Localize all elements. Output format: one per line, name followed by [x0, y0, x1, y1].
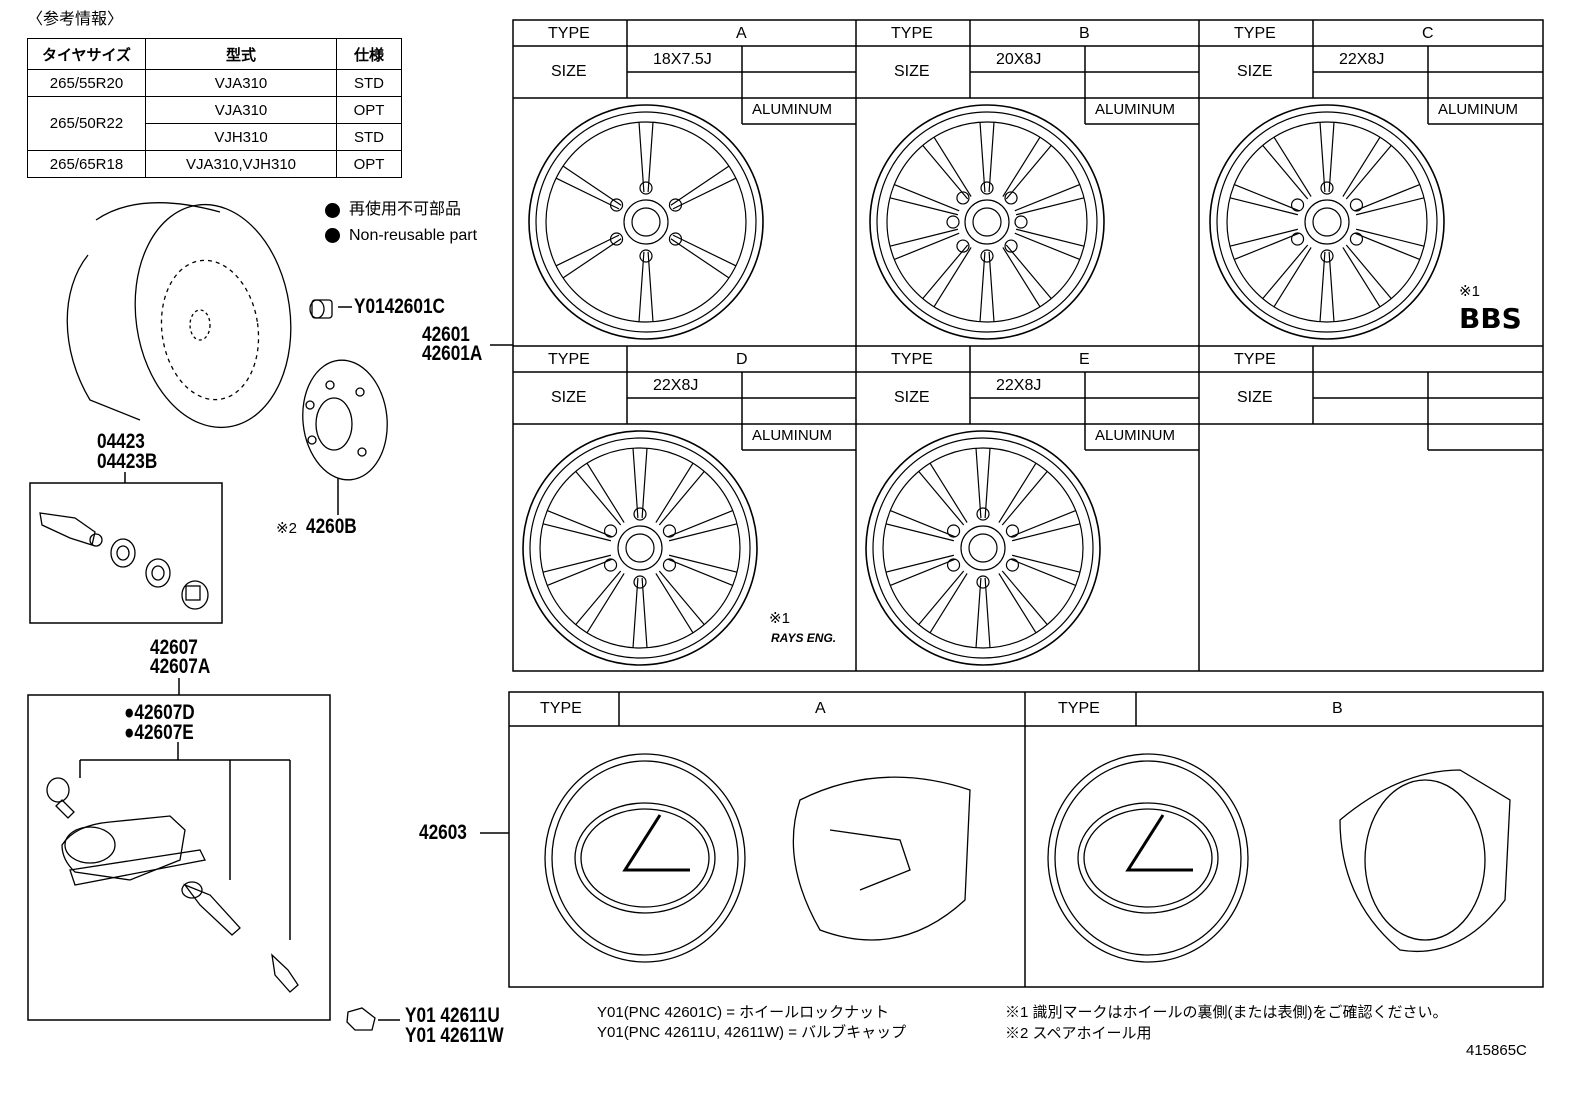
legend-en: Non-reusable part — [349, 227, 478, 244]
spare-wheel-mark: ※2 — [276, 520, 297, 537]
tpms-box — [27, 694, 331, 1021]
wheel-size-value: 18X7.5J — [653, 51, 712, 68]
wheel-illustrations — [522, 104, 1445, 666]
part-wheel-1[interactable]: 42601 — [422, 323, 470, 346]
wheel-material: ALUMINUM — [1095, 427, 1176, 444]
part-valve-kit-1[interactable]: 04423 — [97, 430, 145, 453]
tire-illustration — [66, 202, 292, 429]
wheel-type-label: TYPE — [548, 25, 590, 42]
wheel-type-value: C — [1422, 25, 1434, 42]
table-cell: VJA310 — [145, 96, 337, 124]
wheel-type-label: TYPE — [891, 351, 933, 368]
table-row: 265/50R22 VJA310 OPT — [27, 96, 402, 151]
legend-jp: 再使用不可部品 — [349, 201, 462, 218]
wheel-size-value: 22X8J — [1339, 51, 1385, 68]
wheel-type-value: D — [736, 351, 748, 368]
cap-type-label-a: TYPE — [540, 700, 582, 717]
wheel-size-label: SIZE — [551, 63, 587, 80]
wheel-size-label: SIZE — [1237, 389, 1273, 406]
wheel-type-label: TYPE — [548, 351, 590, 368]
wheel-icon — [522, 430, 758, 666]
table-row: VJH310 STD — [28, 123, 402, 151]
tpms-parts — [46, 777, 299, 993]
reference-table: タイヤサイズ 型式 仕様 265/55R20 VJA310 STD 265/50… — [27, 38, 402, 178]
center-cap-illustrations — [544, 753, 1511, 963]
wheel-brand: RAYS ENG. — [771, 631, 837, 645]
part-tpms-2[interactable]: 42607A — [150, 655, 211, 678]
part-spare-wheel[interactable]: 4260B — [306, 515, 357, 538]
wheel-mark: ※1 — [1459, 283, 1480, 300]
part-valve-kit-2[interactable]: 04423B — [97, 450, 158, 473]
wheel-type-value: A — [736, 25, 747, 42]
reference-caption: 〈参考情報〉 — [27, 11, 124, 28]
header-model: 型式 — [145, 38, 337, 70]
cap-grid-frame — [508, 691, 1544, 988]
wheel-size-label: SIZE — [894, 389, 930, 406]
wheel-size-label: SIZE — [894, 63, 930, 80]
part-center-cap[interactable]: 42603 — [419, 821, 467, 844]
wheel-icon — [528, 104, 764, 340]
wheel-icon — [869, 104, 1105, 340]
part-wheel-2[interactable]: 42601A — [422, 342, 483, 365]
wheel-size-value: 22X8J — [653, 377, 699, 394]
table-row: 265/65R18 VJA310,VJH310 OPT — [27, 150, 402, 178]
cap-type-label-b: TYPE — [1058, 700, 1100, 717]
note-lock-nut: Y01(PNC 42601C) = ホイールロックナット — [597, 1004, 890, 1021]
part-valve-cap-2[interactable]: Y01 42611W — [405, 1024, 504, 1047]
wheel-material: ALUMINUM — [1095, 101, 1176, 118]
lock-nut-icon — [309, 299, 333, 319]
wheel-size-value: 22X8J — [996, 377, 1042, 394]
wheel-type-label: TYPE — [1234, 351, 1276, 368]
valve-kit-parts — [39, 512, 209, 610]
part-tpms-1[interactable]: 42607 — [150, 636, 198, 659]
wheel-type-label: TYPE — [891, 25, 933, 42]
spare-wheel-illustration — [302, 359, 388, 481]
lexus-cap-icon — [1047, 753, 1249, 963]
wheel-material: ALUMINUM — [1438, 101, 1519, 118]
diagram-code: 415865C — [1466, 1042, 1527, 1059]
wheel-material: ALUMINUM — [752, 101, 833, 118]
wheel-size-label: SIZE — [1237, 63, 1273, 80]
filled-circle-icon — [325, 228, 340, 243]
header-spec: 仕様 — [336, 38, 402, 70]
table-cell: VJA310,VJH310 — [145, 150, 337, 178]
note-identification-mark: ※1 識別マークはホイールの裏側(または表側)をご確認ください。 — [1005, 1004, 1448, 1021]
note-valve-cap: Y01(PNC 42611U, 42611W) = バルブキャップ — [597, 1024, 907, 1041]
note-spare-wheel: ※2 スペアホイール用 — [1005, 1025, 1152, 1042]
header-tire-size: タイヤサイズ — [27, 38, 146, 70]
wheel-type-value: B — [1079, 25, 1090, 42]
reference-header-row: タイヤサイズ 型式 仕様 — [27, 38, 402, 70]
wheel-type-label: TYPE — [1234, 25, 1276, 42]
wheel-size-label: SIZE — [551, 389, 587, 406]
table-cell: 265/50R22 — [27, 96, 146, 151]
part-tpms-sub-1[interactable]: ●42607D — [124, 701, 195, 724]
part-lock-nut[interactable]: Y0142601C — [354, 295, 445, 318]
wheel-material: ALUMINUM — [752, 427, 833, 444]
valve-kit-box — [29, 482, 223, 624]
filled-circle-icon — [325, 203, 340, 218]
cap-type-a: A — [815, 700, 826, 717]
wheel-size-value: 20X8J — [996, 51, 1042, 68]
table-cell: OPT — [336, 150, 402, 178]
wheel-mark: ※1 — [769, 610, 790, 627]
table-row: 265/55R20 VJA310 STD — [27, 69, 402, 97]
table-cell: VJH310 — [145, 123, 337, 151]
table-cell: 265/65R18 — [27, 150, 146, 178]
wheel-brand: BBS — [1459, 302, 1522, 335]
wheel-type-value: E — [1079, 351, 1090, 368]
cap-type-b: B — [1332, 700, 1343, 717]
wheel-icon — [1209, 104, 1445, 340]
wheel-icon — [865, 430, 1101, 666]
part-tpms-sub-2[interactable]: ●42607E — [124, 721, 194, 744]
table-cell: STD — [336, 123, 402, 151]
valve-cap-icon — [346, 1007, 376, 1031]
lexus-cap-icon — [544, 753, 746, 963]
table-cell: 265/55R20 — [27, 69, 146, 97]
part-valve-cap-1[interactable]: Y01 42611U — [405, 1004, 500, 1027]
